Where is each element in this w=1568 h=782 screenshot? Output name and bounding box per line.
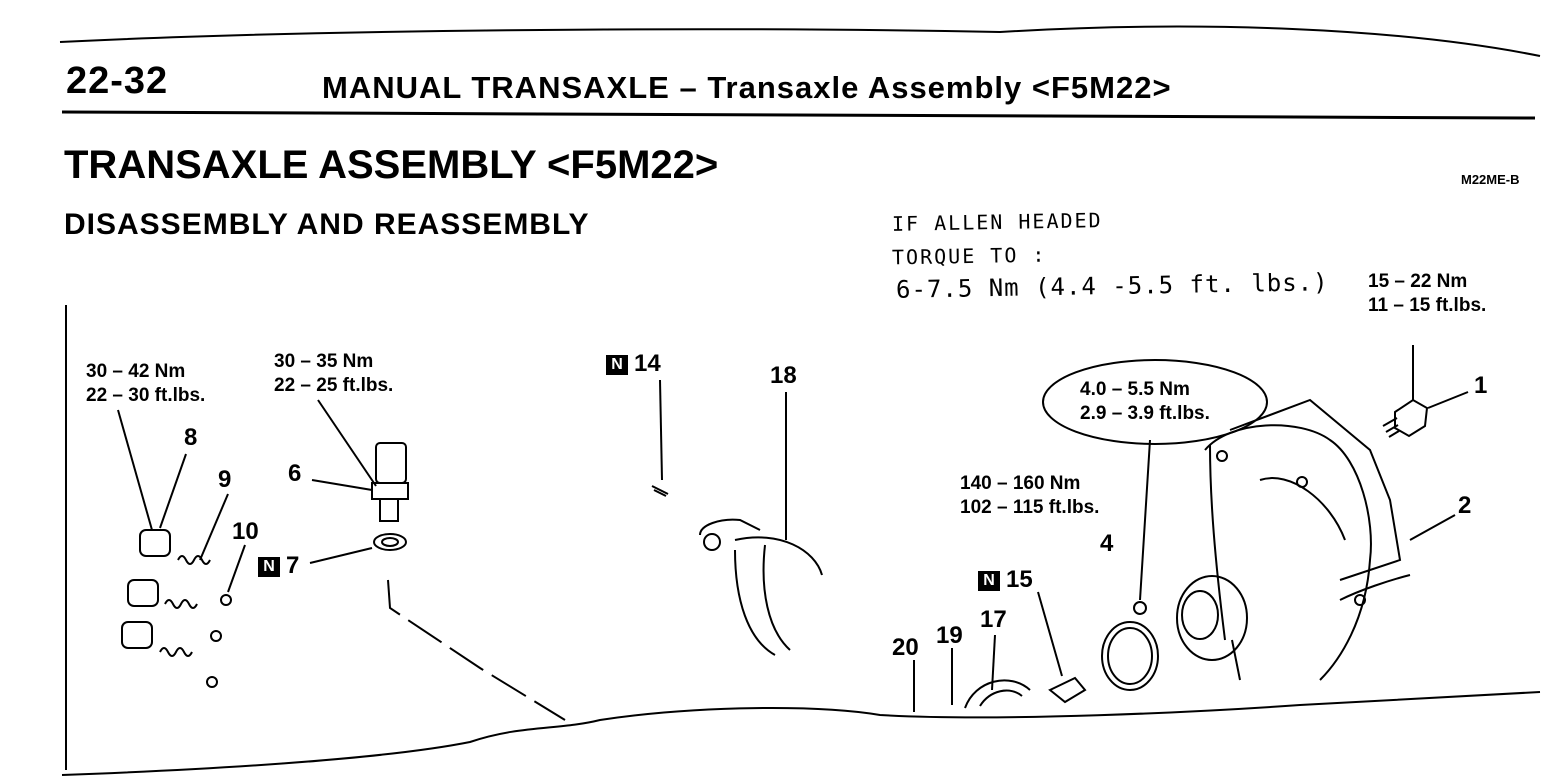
part-label-9: 9 — [218, 466, 232, 493]
torn-bottom-edge — [61, 691, 1541, 776]
section-dash: – — [679, 70, 698, 105]
torque-spec-part-1: 15 – 22 Nm 11 – 15 ft.lbs. — [1368, 270, 1486, 318]
part-label-8: 8 — [184, 424, 198, 451]
torque-nm: 30 – 42 Nm — [86, 361, 186, 382]
part-label-1: 1 — [1474, 372, 1488, 399]
torque-nm: 30 – 35 Nm — [274, 351, 374, 372]
torque-nm: 15 – 22 Nm — [1368, 271, 1468, 292]
replace-marker-n: N — [258, 556, 280, 577]
plug-part-4 — [1133, 601, 1147, 615]
springs-part-9 — [159, 493, 229, 657]
torque-spec-part-6: 30 – 35 Nm 22 – 25 ft.lbs. — [274, 350, 393, 398]
torque-ftlb: 22 – 25 ft.lbs. — [274, 375, 394, 396]
pin-part-14 — [651, 485, 669, 497]
gasket-part-7 — [373, 533, 407, 551]
part-label-19: 19 — [936, 622, 963, 649]
torque-ftlb: 102 – 115 ft.lbs. — [960, 497, 1100, 518]
bearing-retainer — [1176, 575, 1248, 661]
torque-callout-oval — [1042, 359, 1268, 445]
torque-spec-part-4: 4.0 – 5.5 Nm 2.9 – 3.9 ft.lbs. — [1080, 378, 1210, 426]
page-subtitle: DISASSEMBLY AND REASSEMBLY — [64, 208, 590, 241]
page-title: TRANSAXLE ASSEMBLY <F5M22> — [64, 143, 719, 187]
gear-part-15 — [1048, 676, 1087, 704]
part-label-18: 18 — [770, 362, 797, 389]
torque-nm: 140 – 160 Nm — [960, 473, 1081, 494]
section-subname: Transaxle Assembly <F5M22> — [707, 70, 1172, 105]
page-number: 22-32 — [66, 60, 169, 102]
torque-nm: 4.0 – 5.5 Nm — [1080, 379, 1190, 400]
torque-ftlb: 2.9 – 3.9 ft.lbs. — [1080, 403, 1210, 424]
replace-marker-n: N — [978, 570, 1000, 591]
torque-spec-part-15: 140 – 160 Nm 102 – 115 ft.lbs. — [960, 472, 1099, 520]
torque-spec-part-8: 30 – 42 Nm 22 – 30 ft.lbs. — [86, 360, 205, 408]
torn-top-edge — [59, 25, 1541, 57]
part-label-6: 6 — [288, 460, 302, 487]
torque-ftlb: 22 – 30 ft.lbs. — [86, 385, 206, 406]
part-label-20: 20 — [892, 634, 919, 661]
handwritten-note-line-1: IF ALLEN HEADED — [891, 208, 1103, 236]
o-ring — [1101, 621, 1159, 691]
torque-ftlb: 11 – 15 ft.lbs. — [1368, 295, 1487, 316]
gear-part-17 — [964, 679, 1031, 709]
shift-fork-part-18 — [699, 392, 823, 656]
part-label-17: 17 — [980, 606, 1007, 633]
part-label-4: 4 — [1100, 530, 1114, 557]
replace-marker-n: N — [606, 354, 628, 375]
transaxle-case-part-2 — [1204, 398, 1456, 681]
figure-code: M22ME-B — [1461, 172, 1520, 187]
ball-part-10 — [220, 594, 232, 606]
plugs-part-8 — [117, 409, 187, 649]
switch-part-6 — [311, 399, 409, 522]
page-header: MANUAL TRANSAXLE – Transaxle Assembly <F… — [322, 70, 1172, 106]
handwritten-note-line-2: TORQUE TO : — [891, 242, 1047, 270]
bolt-part-1 — [1382, 345, 1469, 438]
header-rule — [61, 110, 1536, 120]
section-name: MANUAL TRANSAXLE — [322, 70, 670, 105]
part-label-10: 10 — [232, 518, 259, 545]
part-label-2: 2 — [1458, 492, 1472, 519]
